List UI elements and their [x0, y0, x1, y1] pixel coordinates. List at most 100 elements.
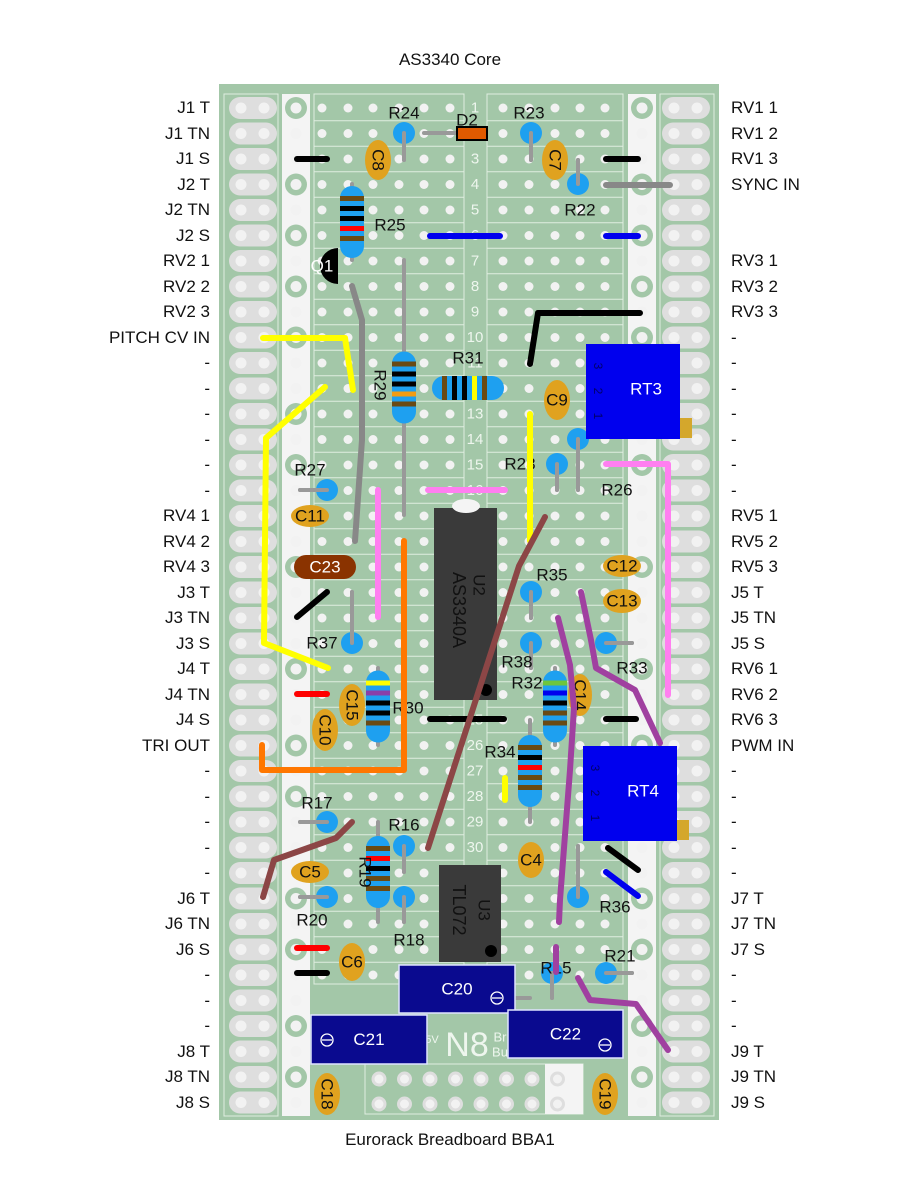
strip-hole: [419, 333, 429, 342]
negative-marker-icon: [598, 1038, 612, 1052]
ceramic-capacitor: [542, 140, 568, 180]
rail-hole: [691, 714, 703, 726]
ic-value: TL072: [449, 884, 469, 935]
pin-label-left: J3 T: [177, 582, 210, 602]
capacitor-label: C21: [353, 1030, 384, 1049]
resistor-band: [442, 376, 447, 400]
pin-label-left: J4 T: [177, 659, 210, 678]
strip-hole: [343, 537, 353, 546]
row-number: 29: [467, 814, 484, 831]
strip-hole: [498, 129, 508, 138]
capacitor-label: C4: [520, 851, 542, 870]
strip-hole: [419, 384, 429, 393]
resistor-label: R29: [371, 369, 390, 400]
pin-label-left: J6 TN: [164, 914, 210, 933]
resistor-band: [543, 690, 567, 696]
trimmer-label: RT4: [627, 782, 659, 801]
resistor-label: R18: [393, 931, 424, 950]
resistor-label: R22: [564, 201, 595, 220]
jack-hole: [636, 918, 648, 930]
ceramic-capacitor: [291, 505, 329, 527]
strip-hole: [394, 792, 404, 801]
strip-hole: [550, 333, 560, 342]
strip-hole: [445, 843, 455, 852]
capacitor-label: C5: [299, 863, 321, 882]
resistor-band: [366, 856, 390, 861]
strip-hole: [575, 511, 585, 521]
resistor-label: R31: [452, 349, 483, 368]
rail-hole: [258, 179, 270, 190]
jack-hole: [636, 281, 648, 292]
ceramic-capacitor: [592, 1073, 618, 1115]
header-pin: [550, 1096, 565, 1112]
rail-hole: [668, 255, 680, 267]
strip-hole: [524, 205, 534, 215]
header-pin: [550, 1071, 565, 1087]
rail-hole: [691, 255, 703, 267]
strip-hole: [550, 562, 560, 572]
strip-hole: [368, 639, 378, 648]
resistor-band: [366, 720, 390, 726]
rail-hole: [691, 179, 703, 190]
pin-label-right: -: [731, 812, 737, 831]
strip-hole: [550, 129, 560, 138]
strip-hole: [498, 282, 508, 291]
strip-hole: [550, 766, 560, 776]
rail-hole: [235, 383, 247, 394]
strip-hole: [524, 970, 534, 980]
strip-hole: [524, 919, 534, 929]
strip-hole: [575, 103, 585, 113]
resistor-label: R17: [301, 794, 332, 813]
strip-hole: [498, 460, 508, 470]
strip-hole: [445, 358, 455, 368]
pin-label-left: J3 TN: [164, 608, 210, 627]
rail-hole: [691, 791, 703, 802]
jack-hole: [290, 740, 302, 751]
strip-hole: [343, 409, 353, 419]
strip-hole: [575, 409, 585, 419]
strip-hole: [445, 333, 455, 342]
rail-hole: [235, 918, 247, 930]
strip-hole: [600, 103, 610, 113]
rail-hole: [668, 536, 680, 547]
capacitor-label: C9: [546, 391, 568, 410]
rail-hole: [235, 587, 247, 598]
strip-hole: [575, 256, 585, 266]
jack-hole: [290, 791, 302, 802]
pin-label-right: RV1 2: [731, 123, 778, 143]
strip-hole: [550, 180, 560, 189]
strip-hole: [419, 613, 429, 623]
resistor-band: [366, 846, 390, 851]
rail-hole: [691, 1020, 703, 1032]
transistor: [320, 248, 338, 284]
strip-hole: [368, 231, 378, 240]
strip-hole: [317, 792, 327, 801]
rail-hole: [235, 204, 247, 216]
rail-hole: [235, 357, 247, 369]
jack-hole: [636, 332, 648, 343]
rail-hole: [235, 663, 247, 675]
rail-hole: [235, 561, 247, 573]
pin-label-left: -: [204, 837, 210, 857]
board-logo-text: Br: [494, 1030, 508, 1045]
rail-hole: [258, 689, 270, 700]
strip-hole: [317, 205, 327, 215]
jack-hole: [636, 204, 648, 216]
strip-hole: [368, 129, 378, 138]
strip-hole: [343, 129, 353, 138]
strip-hole: [498, 639, 508, 648]
strip-hole: [575, 205, 585, 215]
rail-hole: [235, 867, 247, 879]
header-pin: [499, 1096, 514, 1112]
rail-hole: [235, 1097, 247, 1108]
strip-hole: [445, 205, 455, 215]
strip-hole: [317, 613, 327, 623]
rail-hole: [668, 230, 680, 241]
strip-hole: [343, 511, 353, 521]
strip-hole: [445, 741, 455, 750]
rail-hole: [235, 893, 247, 904]
rail-hole: [691, 230, 703, 241]
strip-hole: [550, 282, 560, 291]
rail-hole: [235, 1071, 247, 1083]
strip-hole: [343, 843, 353, 852]
